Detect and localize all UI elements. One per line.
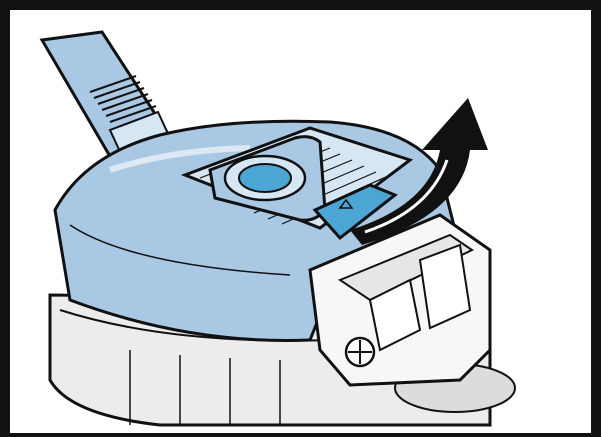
unlock-triangle-icon — [338, 198, 354, 209]
curved-up-arrow-icon — [350, 98, 488, 245]
dust-compartment — [308, 213, 492, 387]
filter-cover — [208, 135, 327, 222]
vacuum-cleaner-illustration — [39, 30, 516, 427]
release-button — [312, 183, 398, 241]
